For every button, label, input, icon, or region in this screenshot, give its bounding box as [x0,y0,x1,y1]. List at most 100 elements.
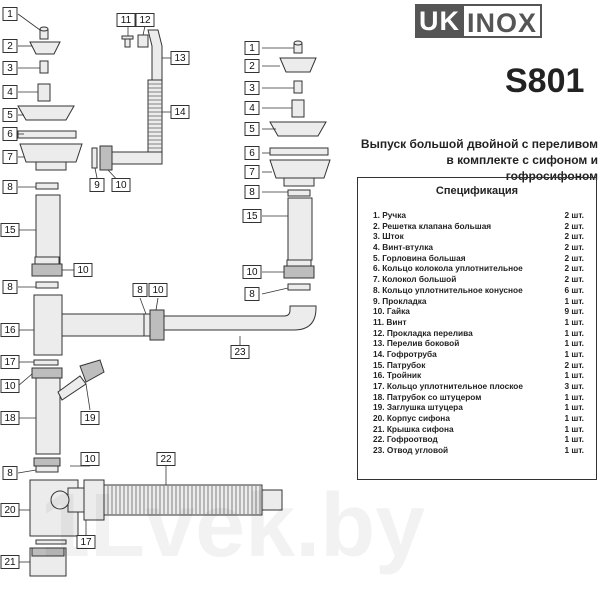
spec-item-name: 10. Гайка [373,306,410,317]
spec-item-qty: 1 шт. [564,391,584,402]
tee-16 [33,294,145,356]
pipe-15-right [287,197,313,261]
spec-item-qty: 1 шт. [564,434,584,445]
callout-17: 17 [0,355,20,369]
spec-item-name: 13. Перелив боковой [373,338,460,349]
callout-number: 17 [80,537,92,548]
spec-item-qty: 1 шт. [564,423,584,434]
callout-2: 2 [244,59,260,73]
spec-row: 17. Кольцо уплотнительное плоское 3 шт. [358,381,596,392]
siphon-body-20 [29,479,91,537]
ring-8-a [35,182,59,190]
spec-row: 12. Прокладка перелива 1 шт. [358,328,596,339]
callout-number: 10 [246,267,258,278]
spec-item-qty: 3 шт. [564,381,584,391]
callout-number: 8 [7,182,13,193]
spec-item-name: 18. Патрубок со штуцером [373,391,482,402]
ring-8-right-a [287,189,311,197]
callout-box [132,283,148,297]
callout-number: 15 [4,225,16,236]
callout-number: 4 [249,103,255,114]
callout-box [0,555,20,569]
elbow-23 [163,305,317,331]
spec-item-qty: 2 шт. [564,263,584,274]
callout-box [2,39,18,53]
callout-box [2,150,18,164]
callout-number: 2 [249,61,255,72]
spec-item-qty: 1 шт. [564,445,584,456]
callout-box [244,41,260,55]
callout-5: 5 [2,108,18,122]
callout-number: 21 [4,557,16,568]
callout-number: 10 [152,285,164,296]
callout-box [135,13,155,27]
pipe-18 [31,367,87,455]
callout-number: 17 [4,357,16,368]
spec-item-name: 17. Кольцо уплотнительное плоское [373,381,523,391]
callout-number: 3 [249,83,255,94]
callout-box [230,345,250,359]
callout-number: 8 [7,468,13,479]
callout-6: 6 [2,127,18,141]
grate-right [279,57,317,73]
brand-logo-uk: UK [415,4,464,38]
spec-item-qty: 1 шт. [564,413,584,424]
callout-box [2,7,18,21]
callout-7: 7 [244,165,260,179]
spec-item-name: 23. Отвод угловой [373,445,449,456]
stem-left [39,60,49,74]
spec-item-name: 12. Прокладка перелива [373,327,473,338]
callout-number: 4 [7,87,13,98]
callout-box [2,108,18,122]
overflow-gasket-12 [137,34,149,48]
spec-item-name: 20. Корпус сифона [373,413,450,424]
callout-8: 8 [2,180,18,194]
callout-box [111,178,131,192]
callout-box [244,146,260,160]
callout-number: 6 [249,148,255,159]
callout-21: 21 [0,555,20,569]
callout-box [244,122,260,136]
callout-10: 10 [73,263,93,277]
callout-box [76,535,96,549]
callout-box [80,411,100,425]
callout-box [73,263,93,277]
callout-number: 7 [249,167,255,178]
callout-box [156,452,176,466]
callout-8: 8 [244,287,260,301]
spec-item-qty: 1 шт. [564,370,584,381]
callout-14: 14 [170,105,190,119]
nut-10-mid [149,309,165,341]
callout-box [2,127,18,141]
callout-box [170,105,190,119]
callout-number: 6 [7,129,13,140]
callout-box [244,81,260,95]
callout-1: 1 [2,7,18,21]
callout-18: 18 [0,411,20,425]
callout-8: 8 [132,283,148,297]
description-line: в комплекте с сифоном и гофросифоном [446,153,598,183]
ring-17 [33,359,59,366]
brand-logo-inox: INOX [464,4,543,38]
callout-box [0,355,20,369]
spec-item-name: 14. Гофротруба [373,348,437,359]
ring-17-b [35,539,67,545]
callout-number: 8 [137,285,143,296]
grate-left [29,41,61,55]
callout-15: 15 [242,209,262,223]
spec-item-qty: 1 шт. [564,327,584,338]
